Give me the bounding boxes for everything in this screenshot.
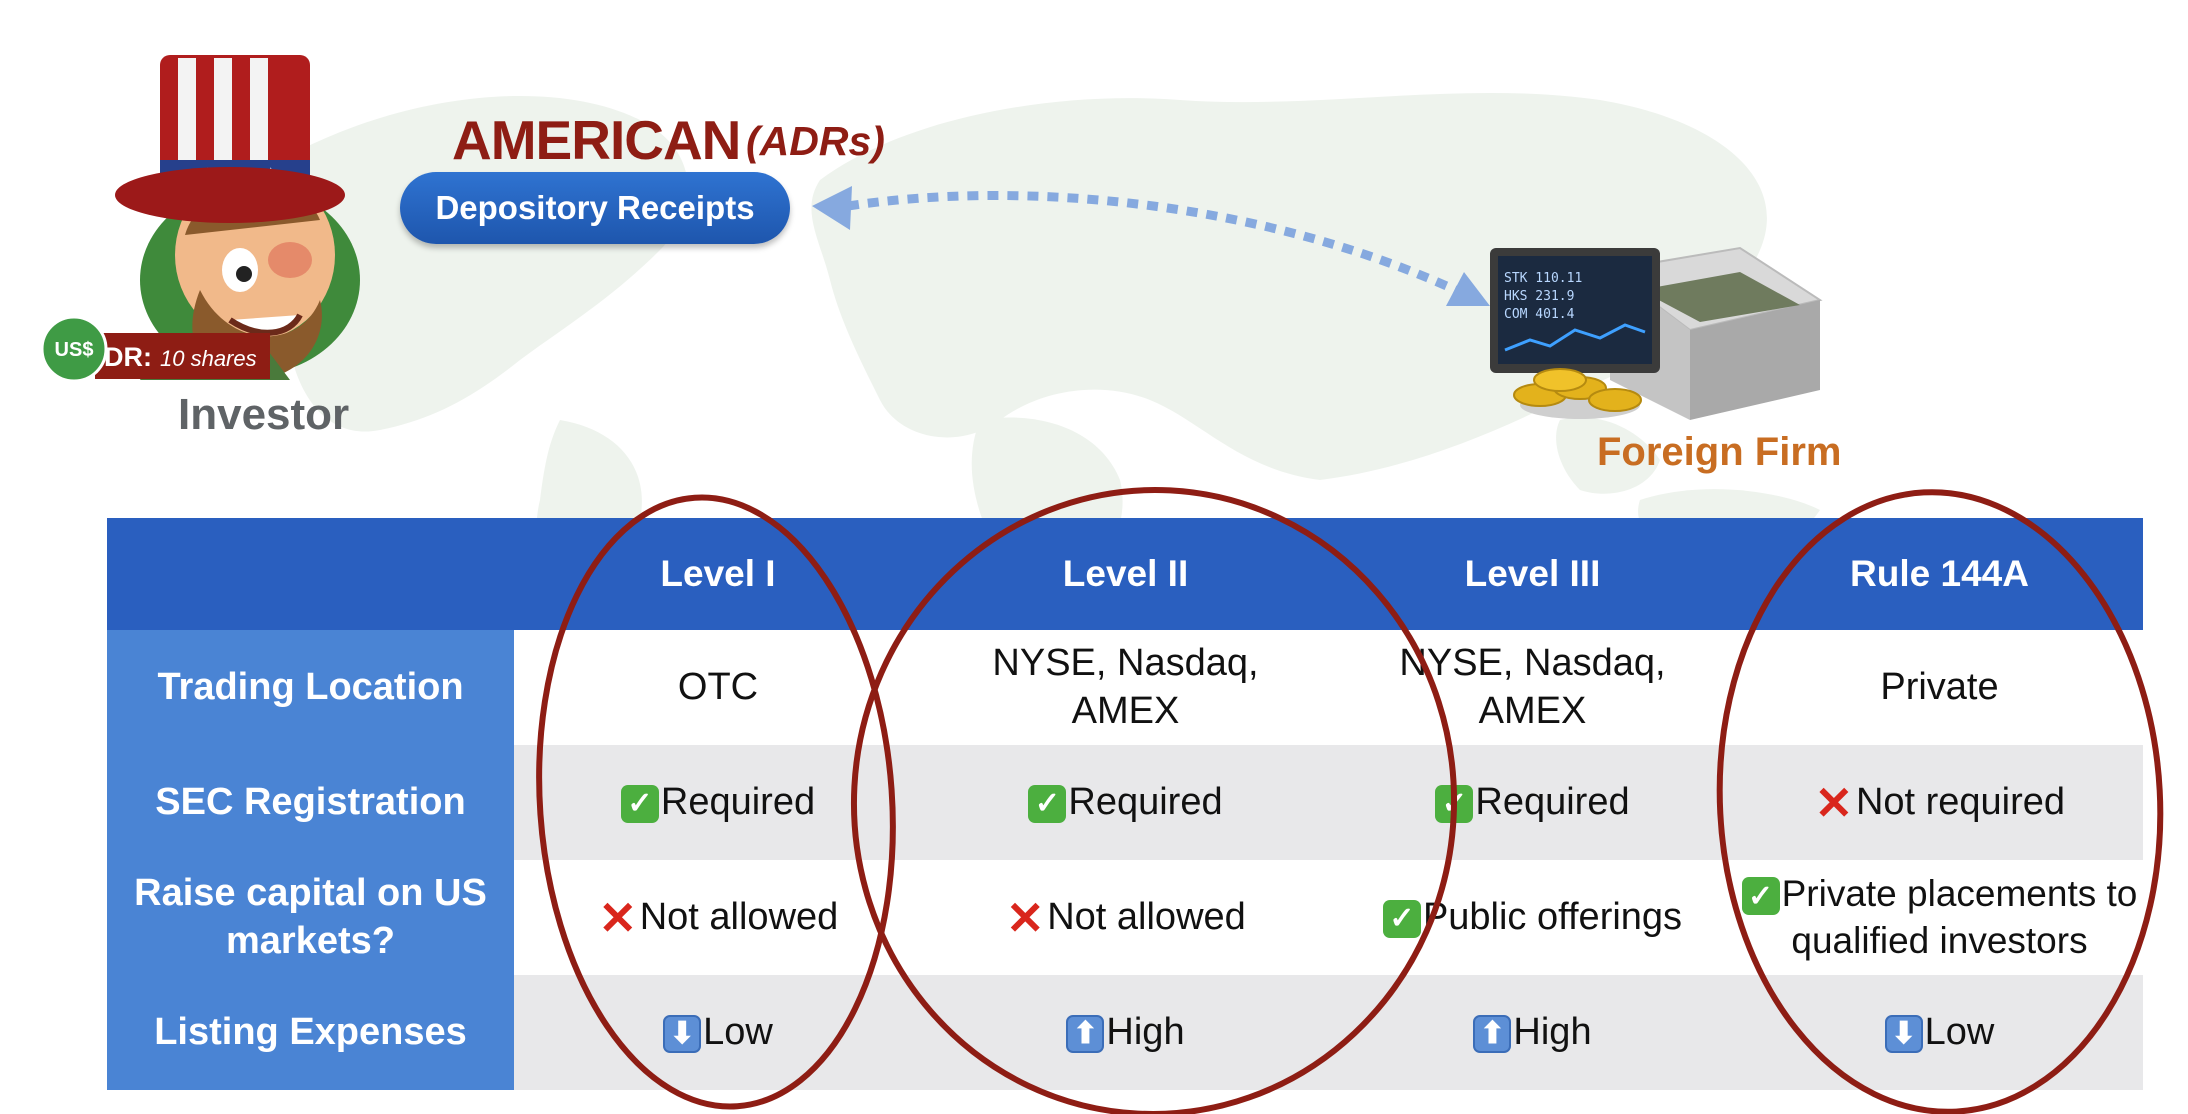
table-cell-text: Public offerings [1422, 895, 1683, 938]
monitor-line-2: HKS 231.9 [1504, 289, 1574, 304]
row-label-trading-location: Trading Location [157, 665, 464, 708]
arrow-down-icon: ⬇ [1884, 1014, 1923, 1053]
table-cell: ✓Public offerings [1329, 860, 1736, 975]
title-main: AMERICAN [452, 109, 741, 171]
cross-icon: ✕ [598, 891, 637, 944]
table-cell: NYSE, Nasdaq, AMEX [1329, 630, 1736, 745]
check-icon: ✓ [1435, 784, 1474, 823]
table-cell: ✕Not allowed [922, 860, 1329, 975]
cross-icon: ✕ [1814, 776, 1854, 829]
table-cell-text: High [1106, 1010, 1185, 1053]
arrow-up-icon: ⬆ [1066, 1014, 1105, 1053]
table-cell-text: NYSE, Nasdaq, AMEX [992, 642, 1259, 732]
column-header-rule-144a: Rule 144A [1850, 553, 2029, 594]
table-cell-text: Low [1924, 1010, 1995, 1053]
table-cell: ⬇Low [514, 975, 922, 1090]
monitor-line-3: COM 401.4 [1504, 307, 1575, 322]
column-header-level-1: Level I [660, 553, 776, 594]
table-cell-text: High [1513, 1010, 1592, 1053]
table-row: OTC NYSE, Nasdaq, AMEX NYSE, Nasdaq, AMEX P… [514, 630, 2143, 745]
check-icon: ✓ [1028, 784, 1067, 823]
table-cell: ⬆High [1329, 975, 1736, 1090]
dr-badge-label: DR: [104, 342, 152, 372]
adr-comparison-table: Level I Level II Level III Rule 144A Tra… [107, 518, 2143, 1090]
table-cell: ✕Not required [1736, 745, 2143, 860]
table-cell: ⬆High [922, 975, 1329, 1090]
table-cell-text: Not required [1855, 780, 2066, 823]
table-row: ✓Required✓Required✓Required✕Not required [514, 745, 2143, 860]
row-label-listing-expenses: Listing Expenses [154, 1010, 467, 1053]
table-cell-text: Required [1068, 780, 1223, 823]
table-cell-text: Private [1880, 665, 1999, 708]
investor-character: ★ ★ ★ [115, 55, 360, 380]
monitor-line-1: STK 110.11 [1504, 271, 1582, 286]
table-cell: ⬇Low [1736, 975, 2143, 1090]
table-cell-text: Not allowed [639, 895, 839, 938]
column-header-level-2: Level II [1062, 553, 1189, 594]
arrow-down-icon: ⬇ [663, 1014, 702, 1053]
table-cell-text: Low [703, 1010, 773, 1053]
check-icon: ✓ [1741, 877, 1780, 916]
table-cell-text: Private placements to qualified investor… [1781, 873, 2138, 961]
table-cell: NYSE, Nasdaq, AMEX [922, 630, 1329, 745]
row-label-raise-capital: Raise capital on US markets? [134, 872, 487, 962]
check-icon: ✓ [1382, 899, 1421, 938]
table-cell-text: Not allowed [1047, 895, 1246, 938]
check-icon: ✓ [620, 784, 659, 823]
table-row: ✕Not allowed✕Not allowed✓Public offering… [514, 860, 2143, 975]
title-sub: (ADRs) [746, 118, 885, 164]
investor-label: Investor [178, 390, 350, 439]
foreign-firm-illustration: STK 110.11 HKS 231.9 COM 401.4 [1490, 246, 1823, 420]
foreign-firm-label: Foreign Firm [1597, 430, 1842, 474]
dr-badge-value: 10 shares [160, 346, 257, 371]
table-cell: ✓Required [922, 745, 1329, 860]
table-cell: ✕Not allowed [514, 860, 922, 975]
column-header-level-3: Level III [1464, 553, 1601, 594]
arrow-up-icon: ⬆ [1473, 1014, 1512, 1053]
table-cell: OTC [514, 630, 922, 745]
cross-icon: ✕ [1005, 891, 1045, 944]
currency-badge: US$ [55, 339, 94, 361]
table-row: ⬇Low⬆High⬆High⬇Low [514, 975, 2143, 1090]
table-cell-text: OTC [677, 665, 759, 708]
table-cell: Private [1736, 630, 2143, 745]
table-cell-text: Required [1475, 780, 1630, 823]
table-cell-text: Required [660, 780, 816, 823]
table-cell-text: NYSE, Nasdaq, AMEX [1399, 642, 1666, 732]
table-cell: ✓Required [514, 745, 922, 860]
table-cell: ✓Required [1329, 745, 1736, 860]
depository-receipts-pill: Depository Receipts [400, 172, 790, 244]
row-label-sec-registration: SEC Registration [155, 780, 466, 823]
row-label-column [107, 630, 514, 1090]
table-cell: ✓Private placements to qualified investo… [1736, 860, 2143, 975]
